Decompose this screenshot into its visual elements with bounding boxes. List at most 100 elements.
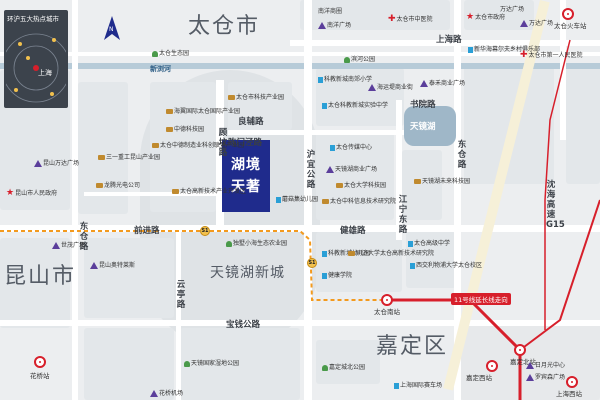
- station-taicang[interactable]: [562, 8, 574, 20]
- road-label-baoqian: 宝钱公路: [226, 320, 261, 330]
- industry-icon: [98, 155, 105, 160]
- road-huyi: [304, 0, 312, 400]
- poi-haiyi[interactable]: 海翼国际太仓国际产业园: [166, 108, 240, 115]
- industry-icon: [166, 127, 173, 132]
- river-label: 新浏河: [150, 65, 171, 73]
- poi-wanda-plaza[interactable]: 万达广场: [520, 20, 553, 27]
- poi-shimao[interactable]: 世茂广场: [52, 242, 85, 249]
- project-marker[interactable]: 湖境 天著: [222, 140, 270, 212]
- poi-university-park[interactable]: 太仓大学科技园: [336, 182, 386, 189]
- station-jiading-north[interactable]: [514, 344, 526, 356]
- poi-tianjinghu-mall[interactable]: 天镜湖商业广场: [326, 166, 377, 173]
- tree-icon: [226, 240, 232, 247]
- poi-taihe[interactable]: 泰禾商业广场: [420, 80, 465, 87]
- poi-haiyundi[interactable]: 海运堤商业街: [368, 84, 413, 91]
- block-far-east: [566, 66, 600, 184]
- poi-xjtlu[interactable]: 西交利物浦大学太仓校区: [410, 262, 482, 269]
- station-taicang-south[interactable]: [381, 294, 393, 306]
- block-liangfu: [228, 82, 292, 130]
- poi-tongji[interactable]: 同济大学太仓高新技术研究院: [348, 250, 434, 257]
- industry-icon: [336, 183, 343, 188]
- poi-dushu[interactable]: 独墅小海生态农业园: [226, 240, 287, 247]
- poi-hightech-zone[interactable]: 太仓高新技术产业开发区: [172, 188, 246, 195]
- poi-south-primary[interactable]: 科教新城南郊小学: [318, 76, 372, 83]
- poi-riyueguang[interactable]: 日月光中心: [526, 362, 565, 369]
- poi-first-hospital[interactable]: ✚太仓市第一人民医院: [520, 50, 583, 60]
- road-dongcang-w: [72, 0, 78, 400]
- block-aoteli: [84, 238, 174, 318]
- hospital-icon: ✚: [520, 50, 528, 60]
- poi-eco-park[interactable]: 太仓生态园: [152, 50, 189, 57]
- poi-huaqiao-airport[interactable]: 花桥机场: [150, 390, 183, 397]
- poi-icon: [526, 362, 534, 369]
- poi-government[interactable]: ★太仓市政府: [466, 12, 506, 22]
- flag-icon: [394, 382, 399, 389]
- poi-icon: [520, 20, 528, 27]
- district-kunshan: 昆山市: [4, 264, 77, 289]
- block-tongji: [316, 232, 402, 292]
- station-shanghai-west[interactable]: [566, 376, 578, 388]
- lake-tianjing: [404, 106, 456, 146]
- poi-kunshan-gov[interactable]: ★昆山市人民政府: [6, 188, 58, 198]
- project-line1: 湖境: [231, 157, 261, 173]
- poi-wetland[interactable]: 天镜国家湿地公园: [184, 360, 239, 367]
- poi-race-track[interactable]: 上海国际赛车场: [394, 382, 442, 389]
- poi-media-center[interactable]: 太仓传媒中心: [330, 144, 372, 151]
- poi-binhe-park[interactable]: 滨河公园: [344, 56, 375, 63]
- poi-zhongke[interactable]: 太仓中科信息技术研究院: [322, 198, 396, 205]
- poi-outlets[interactable]: 昆山奥特莱斯: [90, 262, 135, 269]
- poi-golf[interactable]: 新华海幕尔夫乡村俱乐部: [468, 46, 540, 53]
- poi-mushroom-kinder[interactable]: 蘑菇集幼儿园: [276, 196, 318, 203]
- poi-icon: [52, 242, 60, 249]
- poi-health-college[interactable]: 健康学院: [322, 272, 352, 279]
- road-label-dongcang: 东仓路: [457, 140, 467, 170]
- poi-robinson[interactable]: 罗宾森广场: [526, 374, 565, 381]
- station-jiading-west[interactable]: [486, 360, 498, 372]
- poi-longteng[interactable]: 龙腾光电公司: [96, 182, 140, 189]
- block-south-west: [84, 328, 174, 400]
- road-label-guyu: 顾坟路: [218, 128, 228, 158]
- lake-label: 天镜湖: [410, 122, 436, 132]
- poi-tech-park[interactable]: 太仓市科技产业园: [228, 94, 284, 101]
- block-chengbei: [316, 340, 380, 384]
- road-yunhai: [176, 230, 181, 400]
- industry-icon: [322, 199, 329, 204]
- tree-icon: [344, 56, 350, 63]
- station-label-shanghai-west: 上海西站: [556, 390, 582, 398]
- poi-icon: [34, 160, 42, 167]
- poi-zhongde[interactable]: 中德科技园: [166, 126, 204, 133]
- poi-icon: [318, 22, 326, 29]
- poi-icon: [326, 166, 334, 173]
- flag-icon: [322, 272, 327, 279]
- road-jiangning: [396, 100, 402, 240]
- district-taicang: 太仓市: [188, 14, 261, 39]
- poi-future-tech[interactable]: 天镜湖未来科技园: [414, 178, 470, 185]
- poi-chinese-hospital[interactable]: ✚太仓市中医院: [388, 14, 433, 24]
- road-label-dongcang-w: 东仓路: [79, 222, 89, 252]
- metro-line11-tag: 11号线延长线走向: [451, 293, 511, 305]
- poi-sany[interactable]: 三一重工昆山产业园: [98, 154, 160, 161]
- road-jianxiong: [316, 226, 456, 232]
- poi-wanda-area[interactable]: 万达广场: [500, 6, 525, 13]
- district-jiading: 嘉定区: [376, 334, 449, 359]
- flag-icon: [276, 196, 281, 203]
- station-huaqiao[interactable]: [34, 356, 46, 368]
- block-jiading: [460, 320, 600, 400]
- poi-chengbei-park[interactable]: 嘉定城北公园: [322, 364, 365, 371]
- block-xjtlu: [406, 232, 456, 288]
- industry-icon: [172, 189, 179, 194]
- road-label-liangfu: 良辅路: [238, 117, 264, 127]
- poi-nanyang-area[interactable]: 南洋商圈: [318, 8, 343, 15]
- poi-nanyang-plaza[interactable]: 南洋广场: [318, 22, 351, 29]
- road-guyu: [216, 80, 224, 230]
- poi-zhongde-alliance[interactable]: 太仓中德制造业科创联盟产业园: [152, 142, 244, 149]
- flag-icon: [468, 46, 473, 53]
- poi-kunshan-wanda[interactable]: 昆山万达广场: [34, 160, 79, 167]
- road-shanghai-e: [290, 40, 600, 46]
- north-arrow-icon: N: [104, 16, 120, 40]
- poi-senior-high[interactable]: 太仓高级中学: [408, 240, 450, 247]
- poi-middle-school[interactable]: 太仓科教新城实验中学: [322, 102, 388, 109]
- tree-icon: [184, 360, 190, 367]
- block-media-center: [316, 132, 394, 220]
- road-north: [0, 52, 600, 56]
